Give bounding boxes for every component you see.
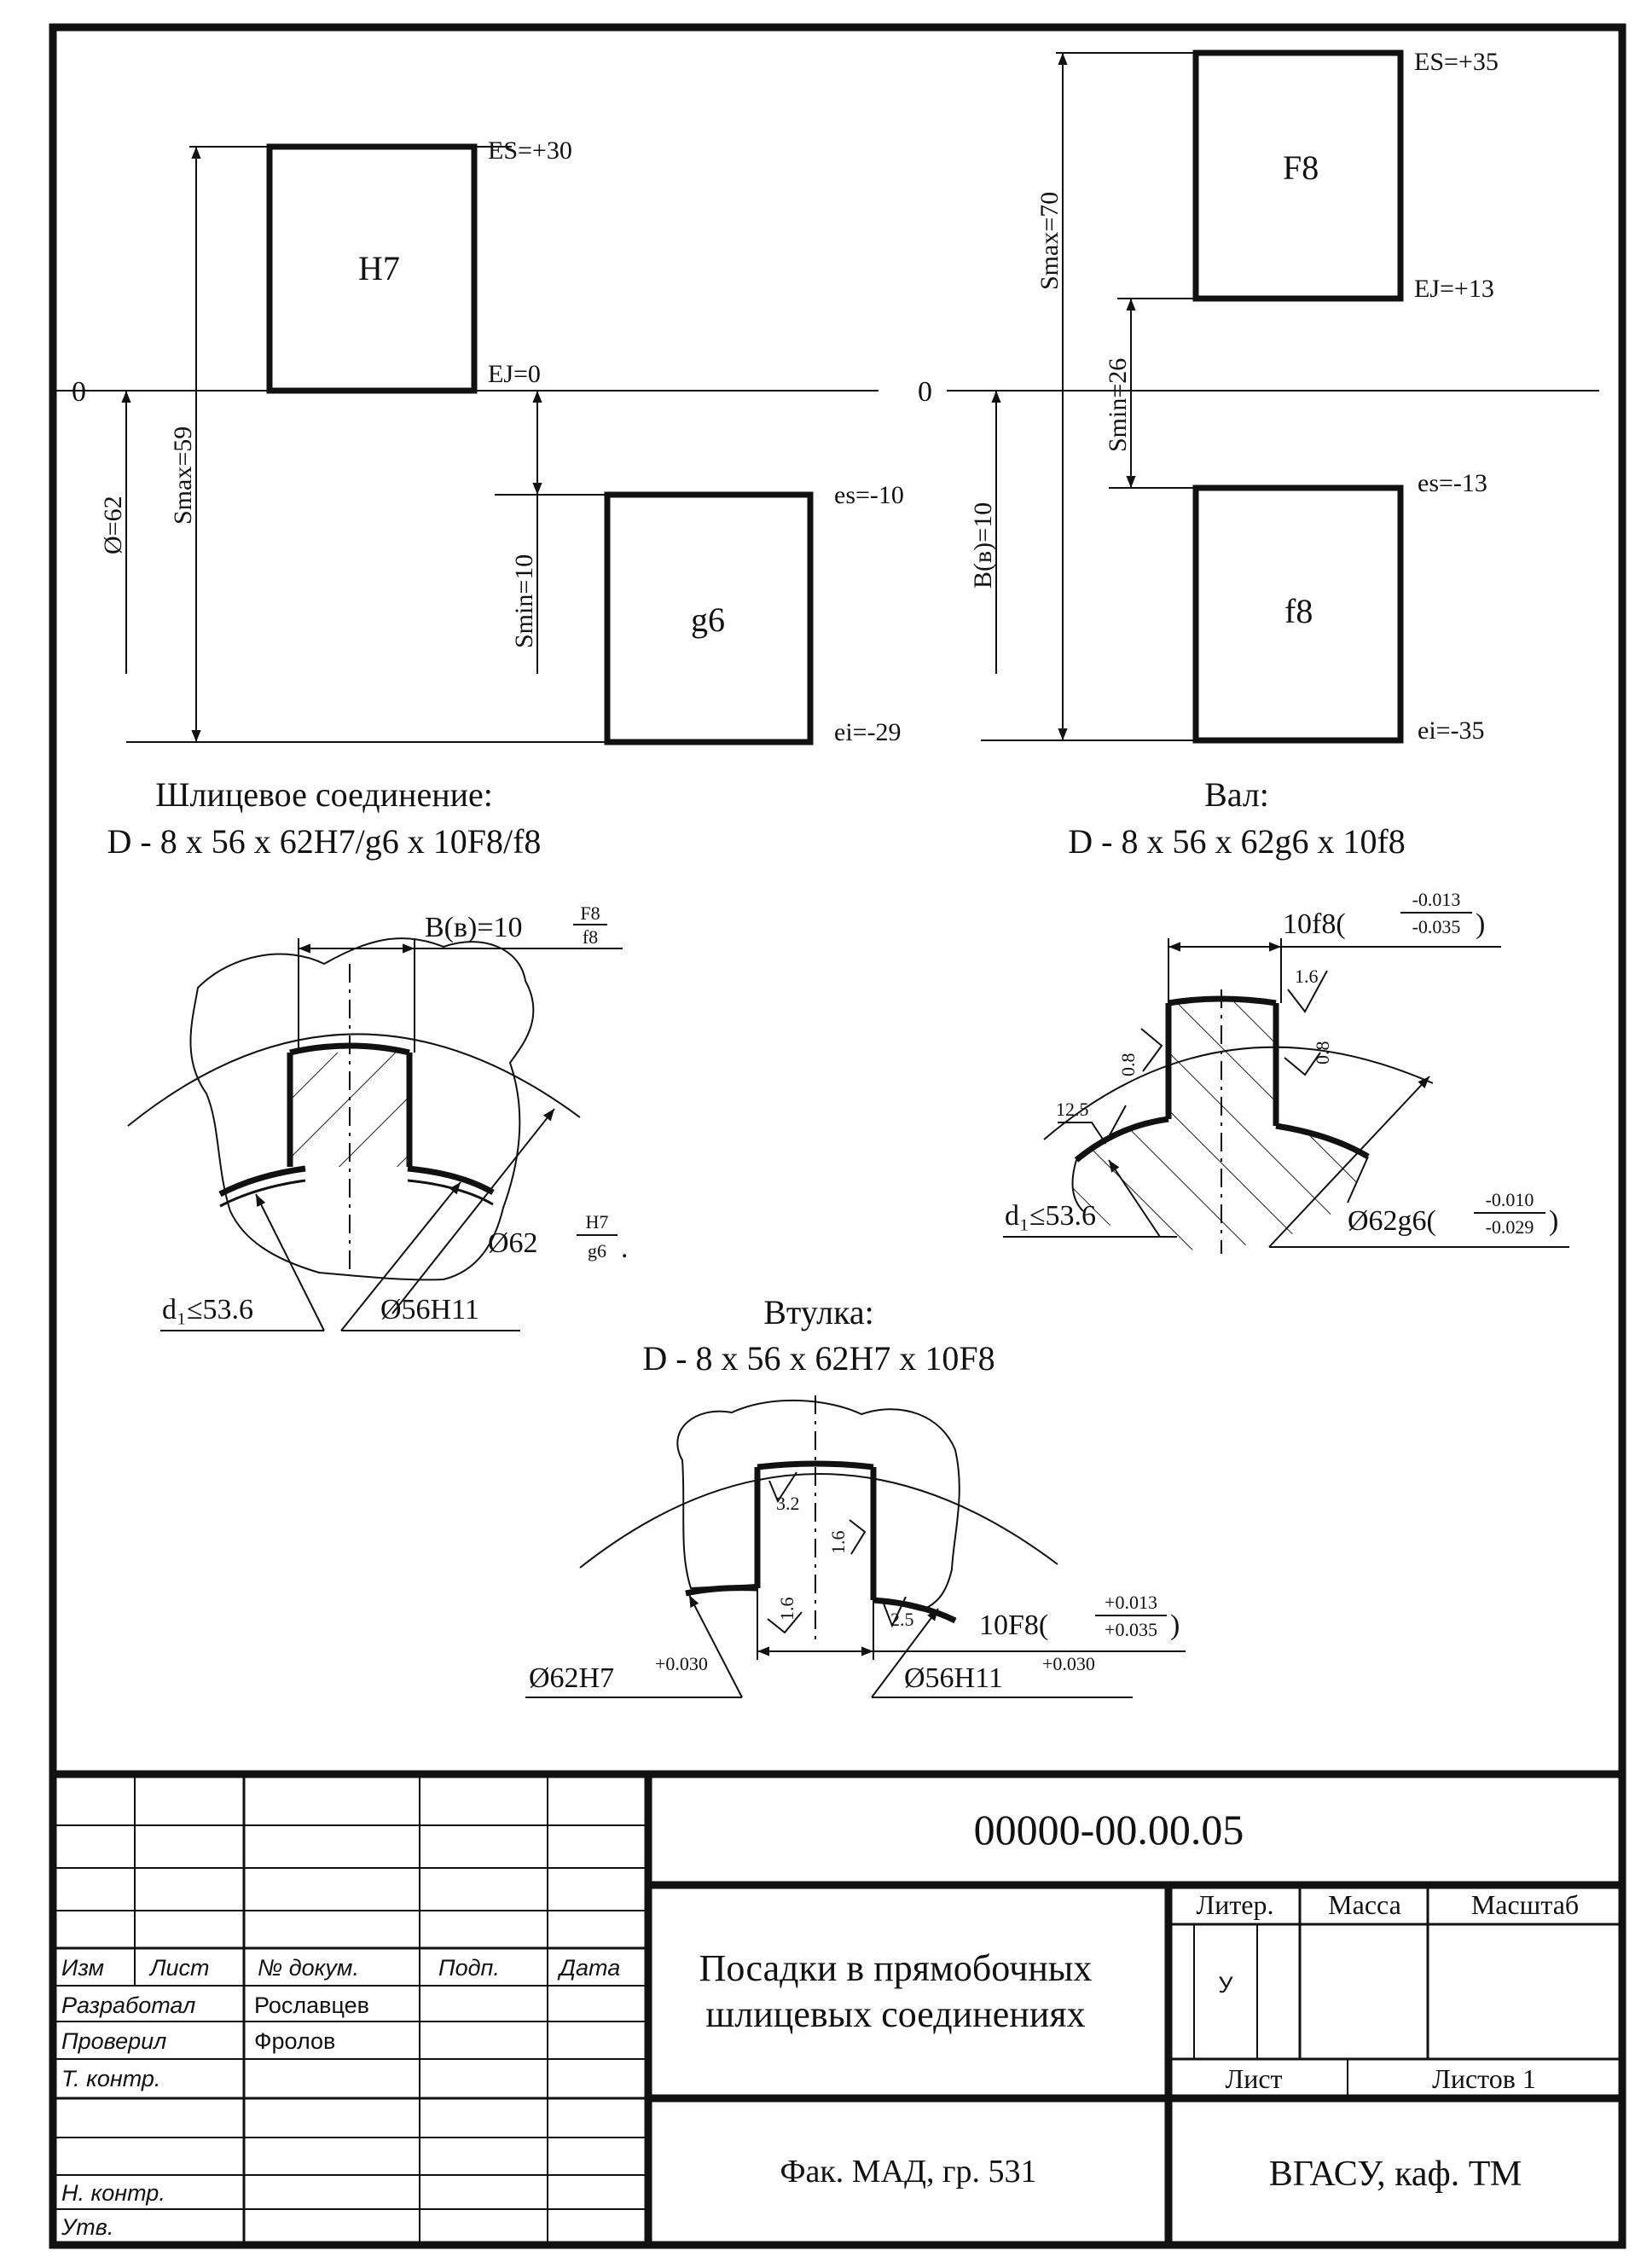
developer-name: Рославцев xyxy=(254,1992,369,2018)
header-signature: Подп. xyxy=(438,1955,500,1981)
drawing-title-line-2: шлицевых соединениях xyxy=(705,1993,1085,2035)
role-tech-control: Т. контр. xyxy=(61,2066,160,2091)
f8-hole-tolerance-zone xyxy=(1192,49,1404,302)
liter-value: У xyxy=(1218,1972,1233,1998)
hub-section: 10F8( +0.013 +0.035 ) Ø62H7 +0.030 Ø56H1… xyxy=(525,1395,1186,1698)
width-fit-denominator: f8 xyxy=(583,926,598,948)
h7-lower-deviation: EJ=0 xyxy=(488,360,541,388)
width-lower-deviation: -0.035 xyxy=(1412,916,1461,937)
shaft-designation: D - 8 x 56 x 62g6 x 10f8 xyxy=(1068,822,1406,861)
outer-fit-dot: . xyxy=(621,1233,629,1264)
h7-tolerance-zone xyxy=(266,143,478,394)
diameter-label: Ø=62 xyxy=(99,496,127,554)
width-fit-diagram: 0 F8 ES=+35 EJ=+13 f8 es=-13 ei=-35 B(в)… xyxy=(918,48,1599,745)
outer-tolerance-prefix: Ø62g6( xyxy=(1348,1205,1436,1237)
faculty-group: Фак. МАД, гр. 531 xyxy=(780,2154,1036,2190)
outer-fit-prefix: Ø62 xyxy=(488,1227,538,1259)
f8-hole-lower-deviation: EJ=+13 xyxy=(1414,275,1494,303)
organization: ВГАСУ, каф. ТМ xyxy=(1269,2155,1522,2194)
f8-shaft-label: f8 xyxy=(1284,592,1313,630)
title-block: Изм Лист № докум. Подп. Дата Разработал … xyxy=(53,1770,1622,2245)
h7-upper-deviation: ES=+30 xyxy=(488,136,572,165)
spline-joint-designation: D - 8 x 56 x 62H7/g6 x 10F8/f8 xyxy=(107,822,542,861)
smin-label: Smin=26 xyxy=(1104,358,1132,452)
f8-shaft-upper-deviation: es=-13 xyxy=(1418,469,1487,497)
outer-deviation: +0.030 xyxy=(655,1653,708,1674)
outer-close-paren: ) xyxy=(1549,1205,1558,1237)
hub-fit-diagram: 0 H7 ES=+30 EJ=0 g6 es=-10 ei=-29 Ø=62 S… xyxy=(53,136,904,746)
scale-label: Масштаб xyxy=(1471,1889,1579,1920)
inner-diameter-label: Ø56H11 xyxy=(380,1294,479,1325)
outer-diameter-label: Ø62H7 xyxy=(529,1662,614,1694)
roughness-1: 1.6 xyxy=(1295,966,1319,987)
header-document: № докум. xyxy=(258,1955,359,1981)
f8-hole-label: F8 xyxy=(1283,148,1319,187)
checker-name: Фролов xyxy=(254,2028,335,2054)
outer-upper-deviation: -0.010 xyxy=(1486,1189,1534,1210)
width-close-paren: ) xyxy=(1170,1610,1180,1641)
header-date: Дата xyxy=(557,1955,620,1981)
roughness-4: 2.5 xyxy=(890,1609,914,1630)
h7-label: H7 xyxy=(358,249,400,287)
role-approved: Утв. xyxy=(61,2214,113,2240)
width-label: B(в)=10 xyxy=(969,502,997,589)
roughness-4: 12.5 xyxy=(1056,1099,1089,1120)
role-checker: Проверил xyxy=(61,2028,166,2054)
role-developer: Разработал xyxy=(61,1992,195,2018)
role-norm-control: Н. контр. xyxy=(61,2180,165,2206)
spline-joint-title: Шлицевое соединение: xyxy=(155,775,493,814)
document-number: 00000-00.00.05 xyxy=(974,1806,1244,1853)
g6-label: g6 xyxy=(691,600,725,639)
width-close-paren: ) xyxy=(1476,908,1485,940)
roughness-1: 3.2 xyxy=(776,1493,800,1514)
width-upper-deviation: +0.013 xyxy=(1105,1592,1157,1613)
header-change: Изм xyxy=(61,1955,104,1981)
roughness-2: 1.6 xyxy=(827,1531,849,1555)
zero-label: 0 xyxy=(72,376,86,408)
width-fit-prefix: B(в)=10 xyxy=(425,912,523,943)
shaft-title: Вал: xyxy=(1204,775,1269,814)
zero-label: 0 xyxy=(918,376,932,408)
hub-title: Втулка: xyxy=(763,1293,874,1331)
smax-label: Smax=70 xyxy=(1035,192,1064,290)
inner-deviation: +0.030 xyxy=(1042,1653,1095,1674)
outer-fit-denominator: g6 xyxy=(588,1240,606,1262)
f8-hole-upper-deviation: ES=+35 xyxy=(1414,48,1499,76)
g6-upper-deviation: es=-10 xyxy=(834,481,904,509)
header-sheet: Лист xyxy=(148,1955,210,1981)
outer-lower-deviation: -0.029 xyxy=(1486,1216,1534,1238)
minor-diameter-label: d₁≤53.6 xyxy=(1005,1200,1096,1232)
hub-designation: D - 8 x 56 x 62H7 x 10F8 xyxy=(642,1339,994,1378)
roughness-2: 0.8 xyxy=(1117,1053,1139,1077)
sheets-count: Листов 1 xyxy=(1432,2063,1536,2094)
roughness-3: 1.6 xyxy=(776,1598,797,1621)
shaft-section: 10f8( -0.013 -0.035 ) Ø62g6( -0.010 -0.0… xyxy=(1003,889,1569,1254)
sheet-label: Лист xyxy=(1225,2063,1282,2094)
liter-label: Литер. xyxy=(1196,1889,1273,1920)
mass-label: Масса xyxy=(1328,1889,1401,1920)
width-tolerance-prefix: 10F8( xyxy=(979,1610,1048,1641)
sheet-frame xyxy=(49,23,1627,2249)
outer-fit-numerator: H7 xyxy=(586,1211,609,1233)
width-upper-deviation: -0.013 xyxy=(1412,889,1461,910)
f8-shaft-tolerance-zone xyxy=(1192,484,1404,744)
g6-tolerance-zone xyxy=(604,491,814,745)
spline-joint-section: B(в)=10 F8 f8 Ø62 H7 g6 . Ø56H11 d₁≤53.6 xyxy=(127,902,629,1331)
g6-lower-deviation: ei=-29 xyxy=(834,718,902,746)
f8-shaft-lower-deviation: ei=-35 xyxy=(1418,716,1485,745)
smin-label: Smin=10 xyxy=(510,554,538,648)
width-tolerance-prefix: 10f8( xyxy=(1283,908,1346,940)
smax-label: Smax=59 xyxy=(169,426,197,525)
width-fit-numerator: F8 xyxy=(580,902,600,924)
width-lower-deviation: +0.035 xyxy=(1105,1619,1157,1640)
inner-diameter-label: Ø56H11 xyxy=(904,1662,1003,1694)
minor-diameter-label: d₁≤53.6 xyxy=(162,1294,253,1325)
drawing-title-line-1: Посадки в прямобочных xyxy=(699,1947,1093,1989)
